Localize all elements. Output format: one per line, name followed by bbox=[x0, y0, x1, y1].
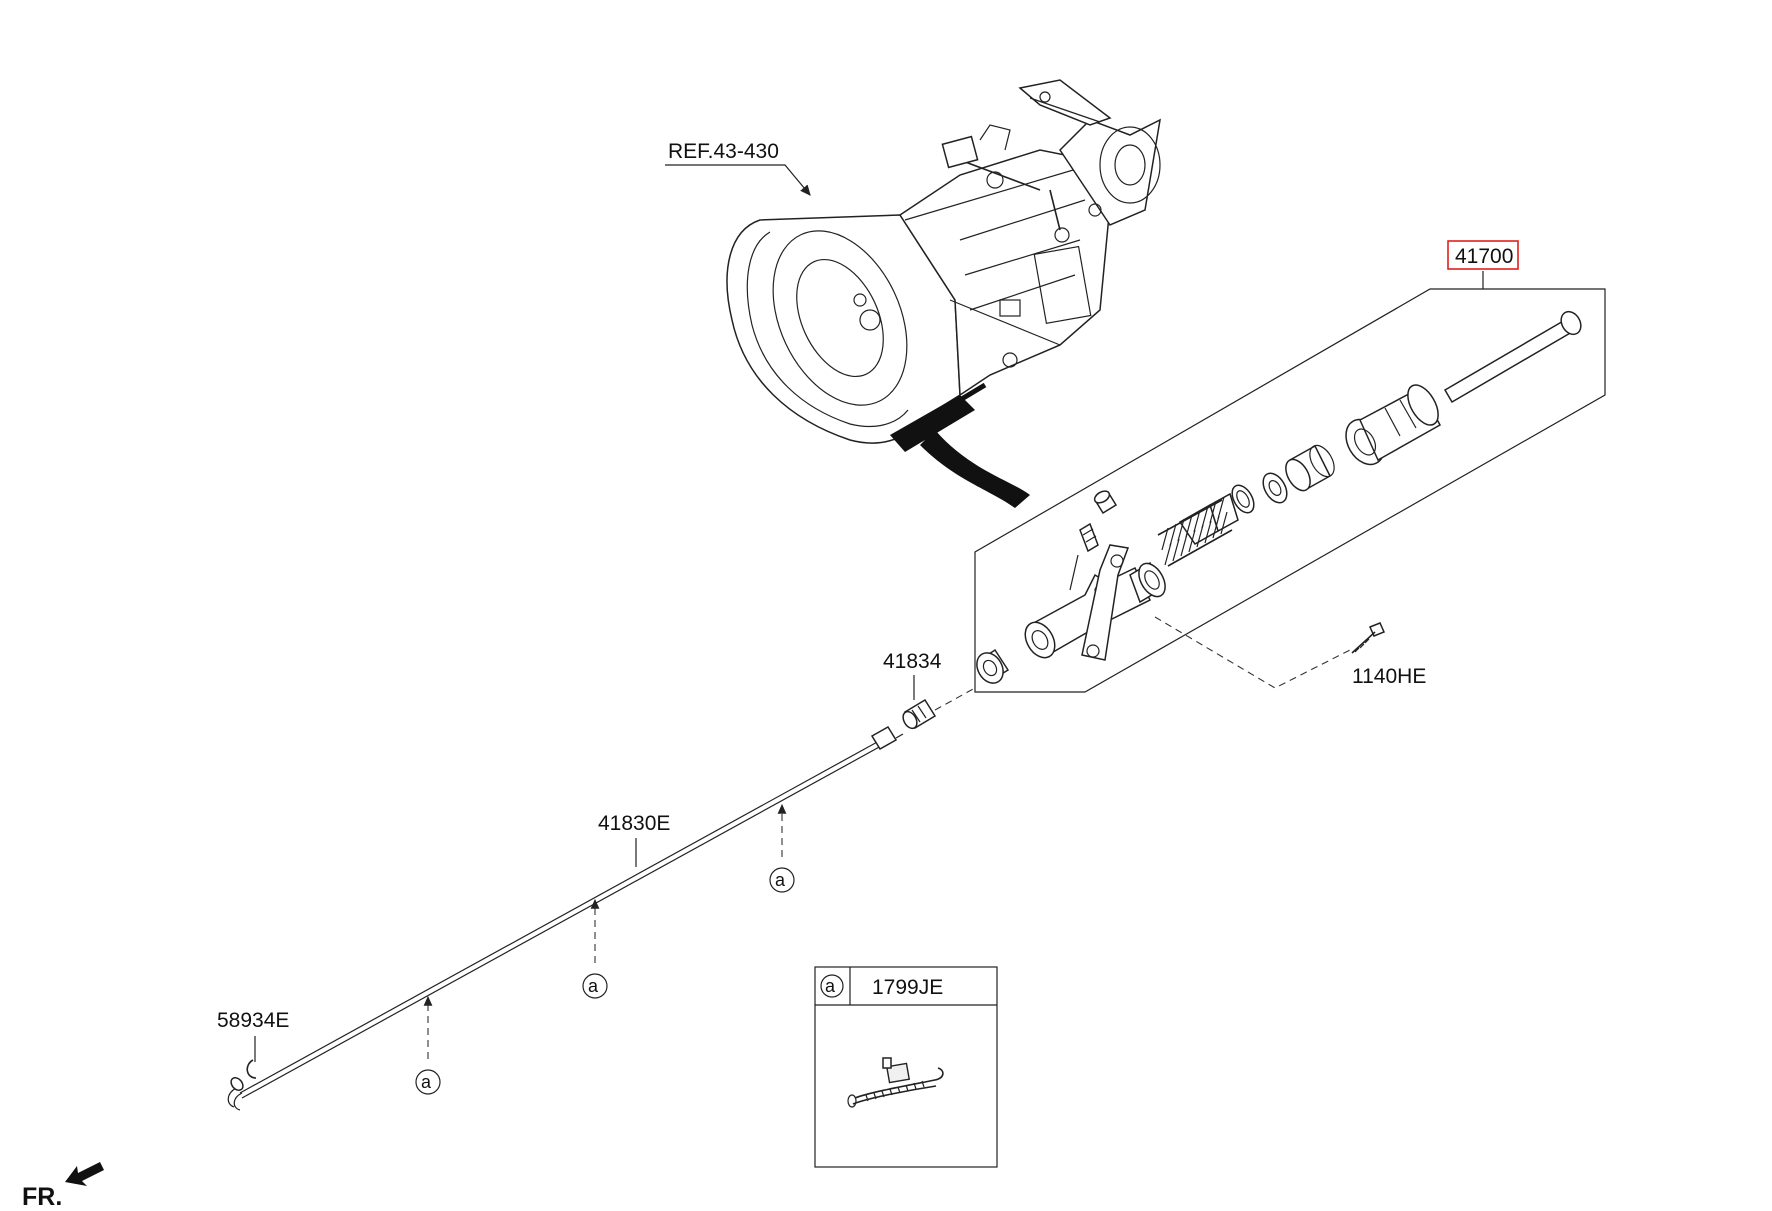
clamp-marker-2[interactable]: a bbox=[582, 898, 608, 999]
bushing bbox=[1262, 444, 1335, 504]
clamp-marker-letter: a bbox=[421, 1072, 432, 1092]
tube-41830e[interactable]: 41830E bbox=[227, 725, 904, 1111]
clip-label: 58934E bbox=[217, 1009, 289, 1032]
master-cylinder-parts bbox=[976, 310, 1582, 684]
tube-label: 41830E bbox=[598, 812, 670, 835]
transmission-housing bbox=[726, 79, 1161, 508]
fitting-41834[interactable]: 41834 bbox=[883, 650, 976, 731]
assembly-label: 41700 bbox=[1455, 245, 1513, 268]
clamp-marker-1[interactable]: a bbox=[769, 803, 795, 893]
assembly-highlight-box bbox=[1447, 240, 1519, 270]
return-spring bbox=[1157, 496, 1233, 567]
cylinder-body bbox=[1024, 544, 1166, 661]
clamp-marker-letter: a bbox=[588, 976, 599, 996]
clamp-marker-3[interactable]: a bbox=[415, 995, 441, 1095]
clamp-marker-letter: a bbox=[775, 870, 786, 890]
dust-boot bbox=[1345, 384, 1442, 466]
bolt-1140he[interactable]: 1140HE bbox=[1154, 616, 1426, 689]
callout-box-1799je[interactable]: a 1799JE bbox=[814, 966, 998, 1168]
bolt-label: 1140HE bbox=[1352, 665, 1426, 688]
slave-cylinder-shape bbox=[890, 395, 975, 452]
assembly-boundary bbox=[974, 288, 1606, 693]
clip-58934e[interactable]: 58934E bbox=[217, 1009, 289, 1079]
front-label: FR. bbox=[22, 1183, 62, 1211]
ref-label: REF.43-430 bbox=[668, 140, 779, 163]
front-arrow-icon bbox=[65, 1162, 104, 1186]
front-indicator: FR. bbox=[22, 1162, 104, 1211]
cable-tie-clamp bbox=[847, 1057, 944, 1108]
inlet-grommet bbox=[976, 648, 1010, 684]
ref-callout: REF.43-430 bbox=[665, 140, 811, 196]
fitting-label: 41834 bbox=[883, 650, 942, 673]
callout-part-label: 1799JE bbox=[872, 976, 943, 999]
callout-marker-letter: a bbox=[825, 976, 836, 996]
assembly-41700-callout[interactable]: 41700 bbox=[1447, 240, 1519, 289]
